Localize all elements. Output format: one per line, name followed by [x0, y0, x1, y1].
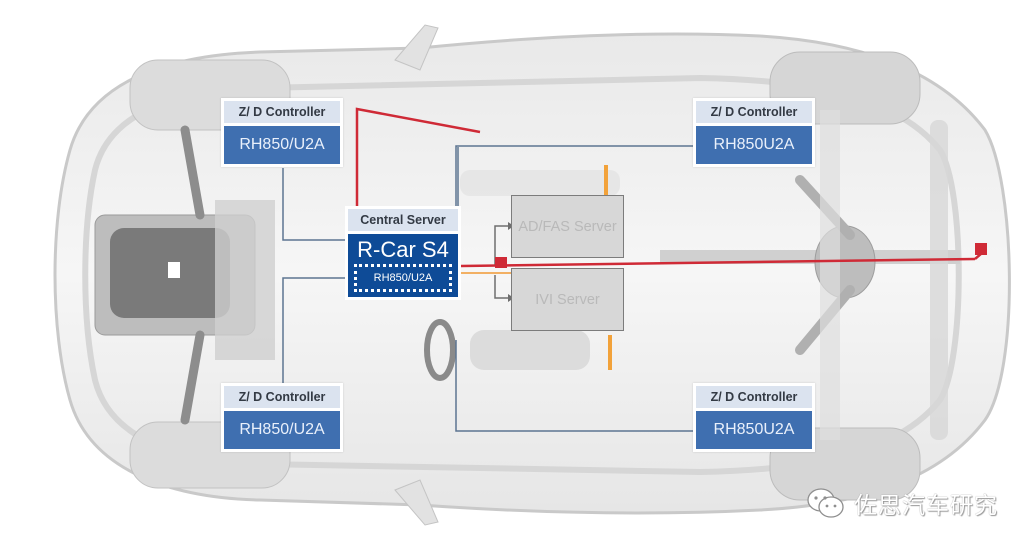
controller-chip: RH850U2A	[696, 126, 812, 164]
controller-header: Z/ D Controller	[224, 101, 340, 123]
central-soc-block: R-Car S4 RH850/U2A	[348, 234, 458, 297]
controller-chip: RH850U2A	[696, 411, 812, 449]
watermark-text: 佐思汽车研究	[854, 492, 998, 518]
ad-fas-server: AD/FAS Server	[511, 195, 624, 258]
central-server: Central Server R-Car S4 RH850/U2A	[345, 206, 461, 300]
controller-header: Z/ D Controller	[224, 386, 340, 408]
controller-header: Z/ D Controller	[696, 101, 812, 123]
central-mcu: RH850/U2A	[354, 264, 452, 292]
wechat-icon	[807, 488, 844, 518]
soc-name: R-Car S4	[357, 237, 449, 262]
zone-controller-rear-left: Z/ D Controller RH850U2A	[693, 98, 815, 167]
ethernet-endpoint-node	[975, 243, 987, 255]
controller-chip: RH850/U2A	[224, 411, 340, 449]
ethernet-switch-node	[495, 257, 507, 268]
ivi-server: IVI Server	[511, 268, 624, 331]
zone-controller-front-right: Z/ D Controller RH850/U2A	[221, 383, 343, 452]
zone-controller-front-left: Z/ D Controller RH850/U2A	[221, 98, 343, 167]
controller-chip: RH850/U2A	[224, 126, 340, 164]
controller-header: Z/ D Controller	[696, 386, 812, 408]
watermark: 佐思汽车研究	[806, 485, 998, 521]
zone-controller-rear-right: Z/ D Controller RH850U2A	[693, 383, 815, 452]
central-server-header: Central Server	[348, 209, 458, 231]
